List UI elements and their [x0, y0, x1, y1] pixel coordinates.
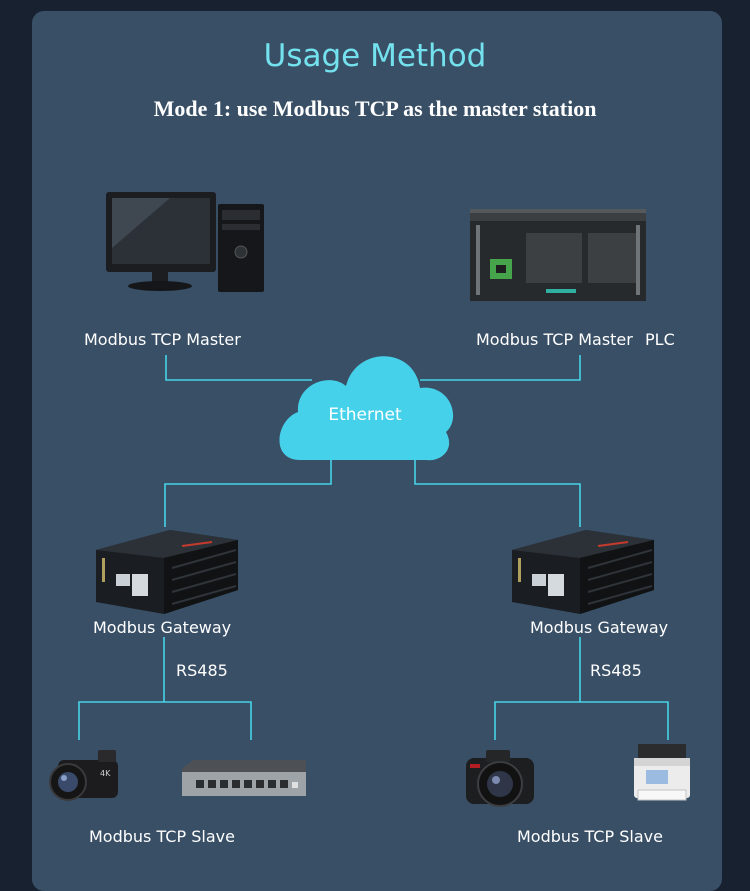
- plc-label: PLC: [645, 330, 675, 349]
- wire-pc-cloud: [165, 355, 312, 381]
- rs485-left-label: RS485: [176, 661, 228, 680]
- page-title: Usage Method: [263, 38, 487, 74]
- gateway-right-label: Modbus Gateway: [530, 618, 669, 637]
- wire-rs485-left-bus: [78, 701, 252, 740]
- slave-right-label: Modbus TCP Slave: [517, 827, 663, 846]
- svg-text:4K: 4K: [100, 769, 111, 778]
- wire-rs485-right-bus: [494, 701, 669, 740]
- wire-cloud-gateway-left: [164, 458, 332, 527]
- plc-master-label: Modbus TCP Master: [476, 330, 633, 349]
- rs485-right-label: RS485: [590, 661, 642, 680]
- gateway-icon: [96, 530, 238, 614]
- gateway-left-label: Modbus Gateway: [93, 618, 232, 637]
- wire-plc-cloud: [420, 355, 581, 381]
- camcorder-icon: 4K: [49, 750, 118, 801]
- cloud-icon: [279, 356, 454, 461]
- page-subtitle: Mode 1: use Modbus TCP as the master sta…: [153, 96, 597, 121]
- plc-icon: [470, 209, 646, 301]
- network-switch-icon: [182, 760, 306, 796]
- camera-icon: [466, 750, 534, 807]
- pc-label: Modbus TCP Master: [84, 330, 241, 349]
- wire-cloud-gateway-right: [414, 458, 581, 527]
- printer-icon: [634, 744, 690, 801]
- cloud-label: Ethernet: [328, 405, 402, 425]
- gateway-icon: [512, 530, 654, 614]
- desktop-pc-icon: [106, 192, 264, 292]
- slave-left-label: Modbus TCP Slave: [89, 827, 235, 846]
